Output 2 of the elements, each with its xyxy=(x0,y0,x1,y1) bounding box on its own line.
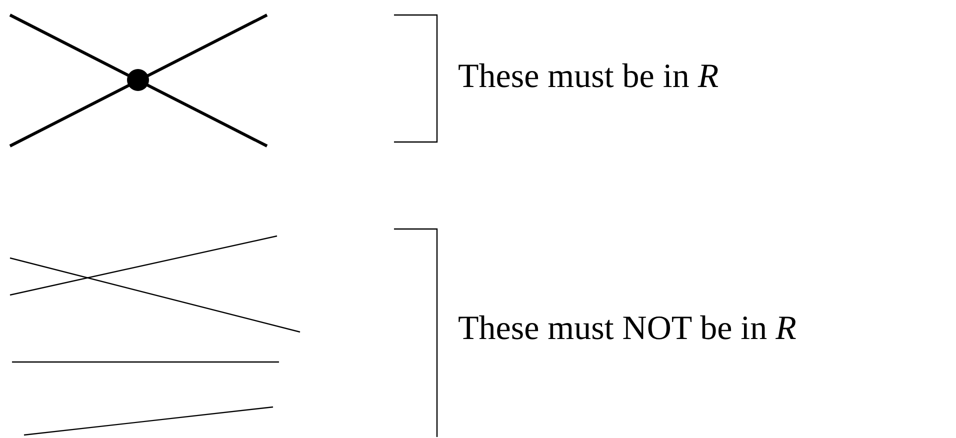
statement-text: These must NOT be in R xyxy=(458,310,796,348)
statement-text: These must be in R xyxy=(458,58,719,96)
